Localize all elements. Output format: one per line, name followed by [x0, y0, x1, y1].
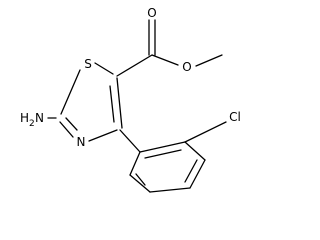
atom-s-label: S — [84, 57, 92, 71]
amino-h-label: H — [20, 111, 29, 125]
bond-n3-c2-inner — [65, 117, 78, 131]
bond-o-methyl — [195, 54, 223, 67]
bond-c-o-single — [151, 54, 179, 66]
bond-ph-3-4 — [189, 159, 206, 189]
bond-ph-inner-b — [184, 159, 198, 183]
bond-c5-carbonyl — [116, 54, 153, 77]
bond-ph-5-6 — [129, 174, 151, 193]
amino-subscript-label: 2 — [29, 119, 35, 129]
bond-c5-c4 — [116, 77, 123, 129]
bond-ph-1-2 — [139, 141, 186, 153]
structure-drawing: S N O O Cl H 2 N — [20, 6, 241, 193]
bond-ph-2-3 — [184, 141, 206, 161]
bond-c4-phenyl — [119, 129, 141, 153]
bond-c5-c4-inner — [109, 85, 115, 123]
bond-n3-c2 — [59, 121, 74, 138]
bond-ph-cl — [184, 121, 227, 143]
atom-n-label: N — [77, 135, 86, 149]
amino-n-label: N — [35, 111, 44, 125]
bond-ph-inner-a — [144, 149, 182, 159]
bond-ph-6-1 — [129, 151, 141, 176]
atom-carbonyl-o-label: O — [147, 6, 156, 20]
bond-c4-n3 — [88, 129, 118, 142]
bond-s-c5 — [94, 62, 114, 75]
atom-ester-o-label: O — [182, 60, 191, 74]
bond-ph-inner-c — [135, 173, 146, 186]
atom-cl-label: Cl — [229, 110, 241, 124]
bond-ph-4-5 — [149, 187, 191, 193]
bond-c2-s — [60, 69, 81, 115]
